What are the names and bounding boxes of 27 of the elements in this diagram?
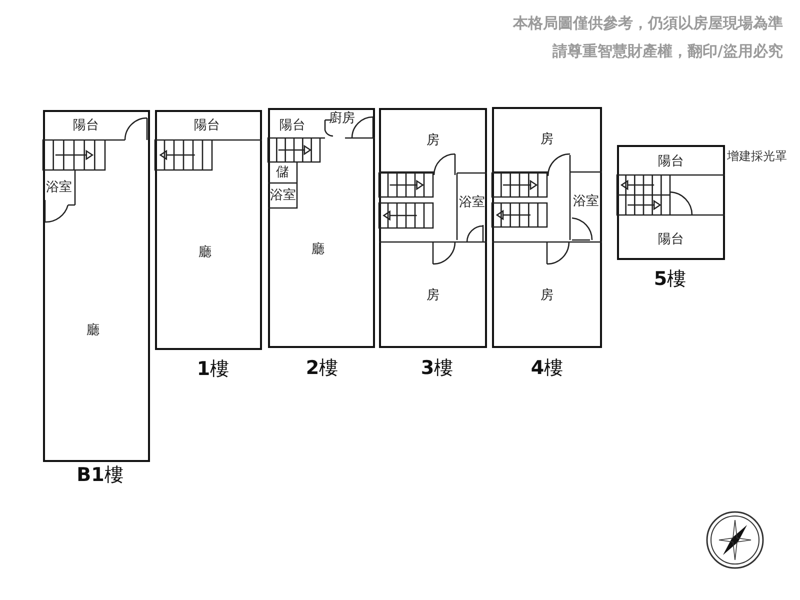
room-label: 房 <box>426 288 440 302</box>
room-label: 陽台 <box>194 118 220 132</box>
floor-label: B1樓 <box>76 463 124 488</box>
room-label: 浴室 <box>573 194 599 208</box>
room-label: 浴室 <box>459 196 485 208</box>
room-label: 廚房 <box>329 112 355 124</box>
disclaimer-text: 本格局圖僅供參考，仍須以房屋現場為準 <box>513 14 783 33</box>
room-label: 房 <box>540 288 554 302</box>
floor-label: 2樓 <box>306 356 338 381</box>
room-label: 陽台 <box>658 232 684 246</box>
room-label: 廳 <box>198 246 212 258</box>
room-label: 浴室 <box>46 180 72 194</box>
floor-label: 3樓 <box>420 356 454 381</box>
room-label: 房 <box>426 134 440 146</box>
disclaimer-text: 請尊重智慧財產權，翻印/盜用必究 <box>552 42 783 61</box>
room-label: 陽台 <box>280 118 306 132</box>
room-label: 廳 <box>312 242 324 256</box>
annotation-label: 增建採光罩 <box>727 148 787 165</box>
floor-label: 1樓 <box>196 357 230 382</box>
room-label: 浴室 <box>270 189 296 202</box>
floor-label: 5樓 <box>654 267 686 292</box>
room-label: 陽台 <box>658 154 684 168</box>
room-label: 陽台 <box>73 118 99 132</box>
room-label: 廳 <box>86 324 100 336</box>
room-label: 房 <box>540 132 554 146</box>
floor-label: 4樓 <box>530 356 564 381</box>
room-label: 儲 <box>276 166 289 179</box>
